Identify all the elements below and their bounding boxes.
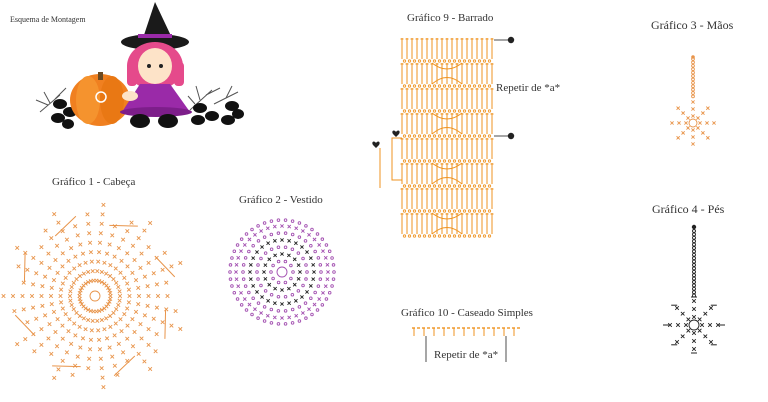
g1-title: Gráfico 1 - Cabeça	[52, 176, 136, 188]
heart-icon	[392, 130, 400, 137]
g10-note: Repetir de *a*	[434, 349, 499, 361]
g4-title: Gráfico 4 - Pés	[652, 202, 725, 216]
chart-3-hands-diagram	[670, 55, 716, 146]
g10-title: Gráfico 10 - Caseado Simples	[401, 307, 533, 319]
leaf-icon	[51, 99, 244, 129]
g9-title: Gráfico 9 - Barrado	[407, 12, 494, 24]
header-label: Esquema de Montagem	[10, 15, 86, 24]
g3-title: Gráfico 3 - Mãos	[651, 18, 734, 32]
twig-icon	[35, 85, 239, 113]
chart-10-edging-diagram	[412, 327, 520, 362]
chart-4-feet-diagram	[663, 224, 725, 354]
chart-1-head-diagram	[1, 202, 183, 390]
chart-9-border-diagram	[372, 36, 515, 238]
g9-note: Repetir de *a*	[496, 82, 561, 94]
pumpkin-icon	[70, 72, 130, 126]
g2-title: Gráfico 2 - Vestido	[239, 194, 323, 206]
witch-illustration	[35, 2, 244, 129]
heart-icon	[372, 141, 380, 148]
chart-2-dress-diagram	[228, 218, 336, 326]
